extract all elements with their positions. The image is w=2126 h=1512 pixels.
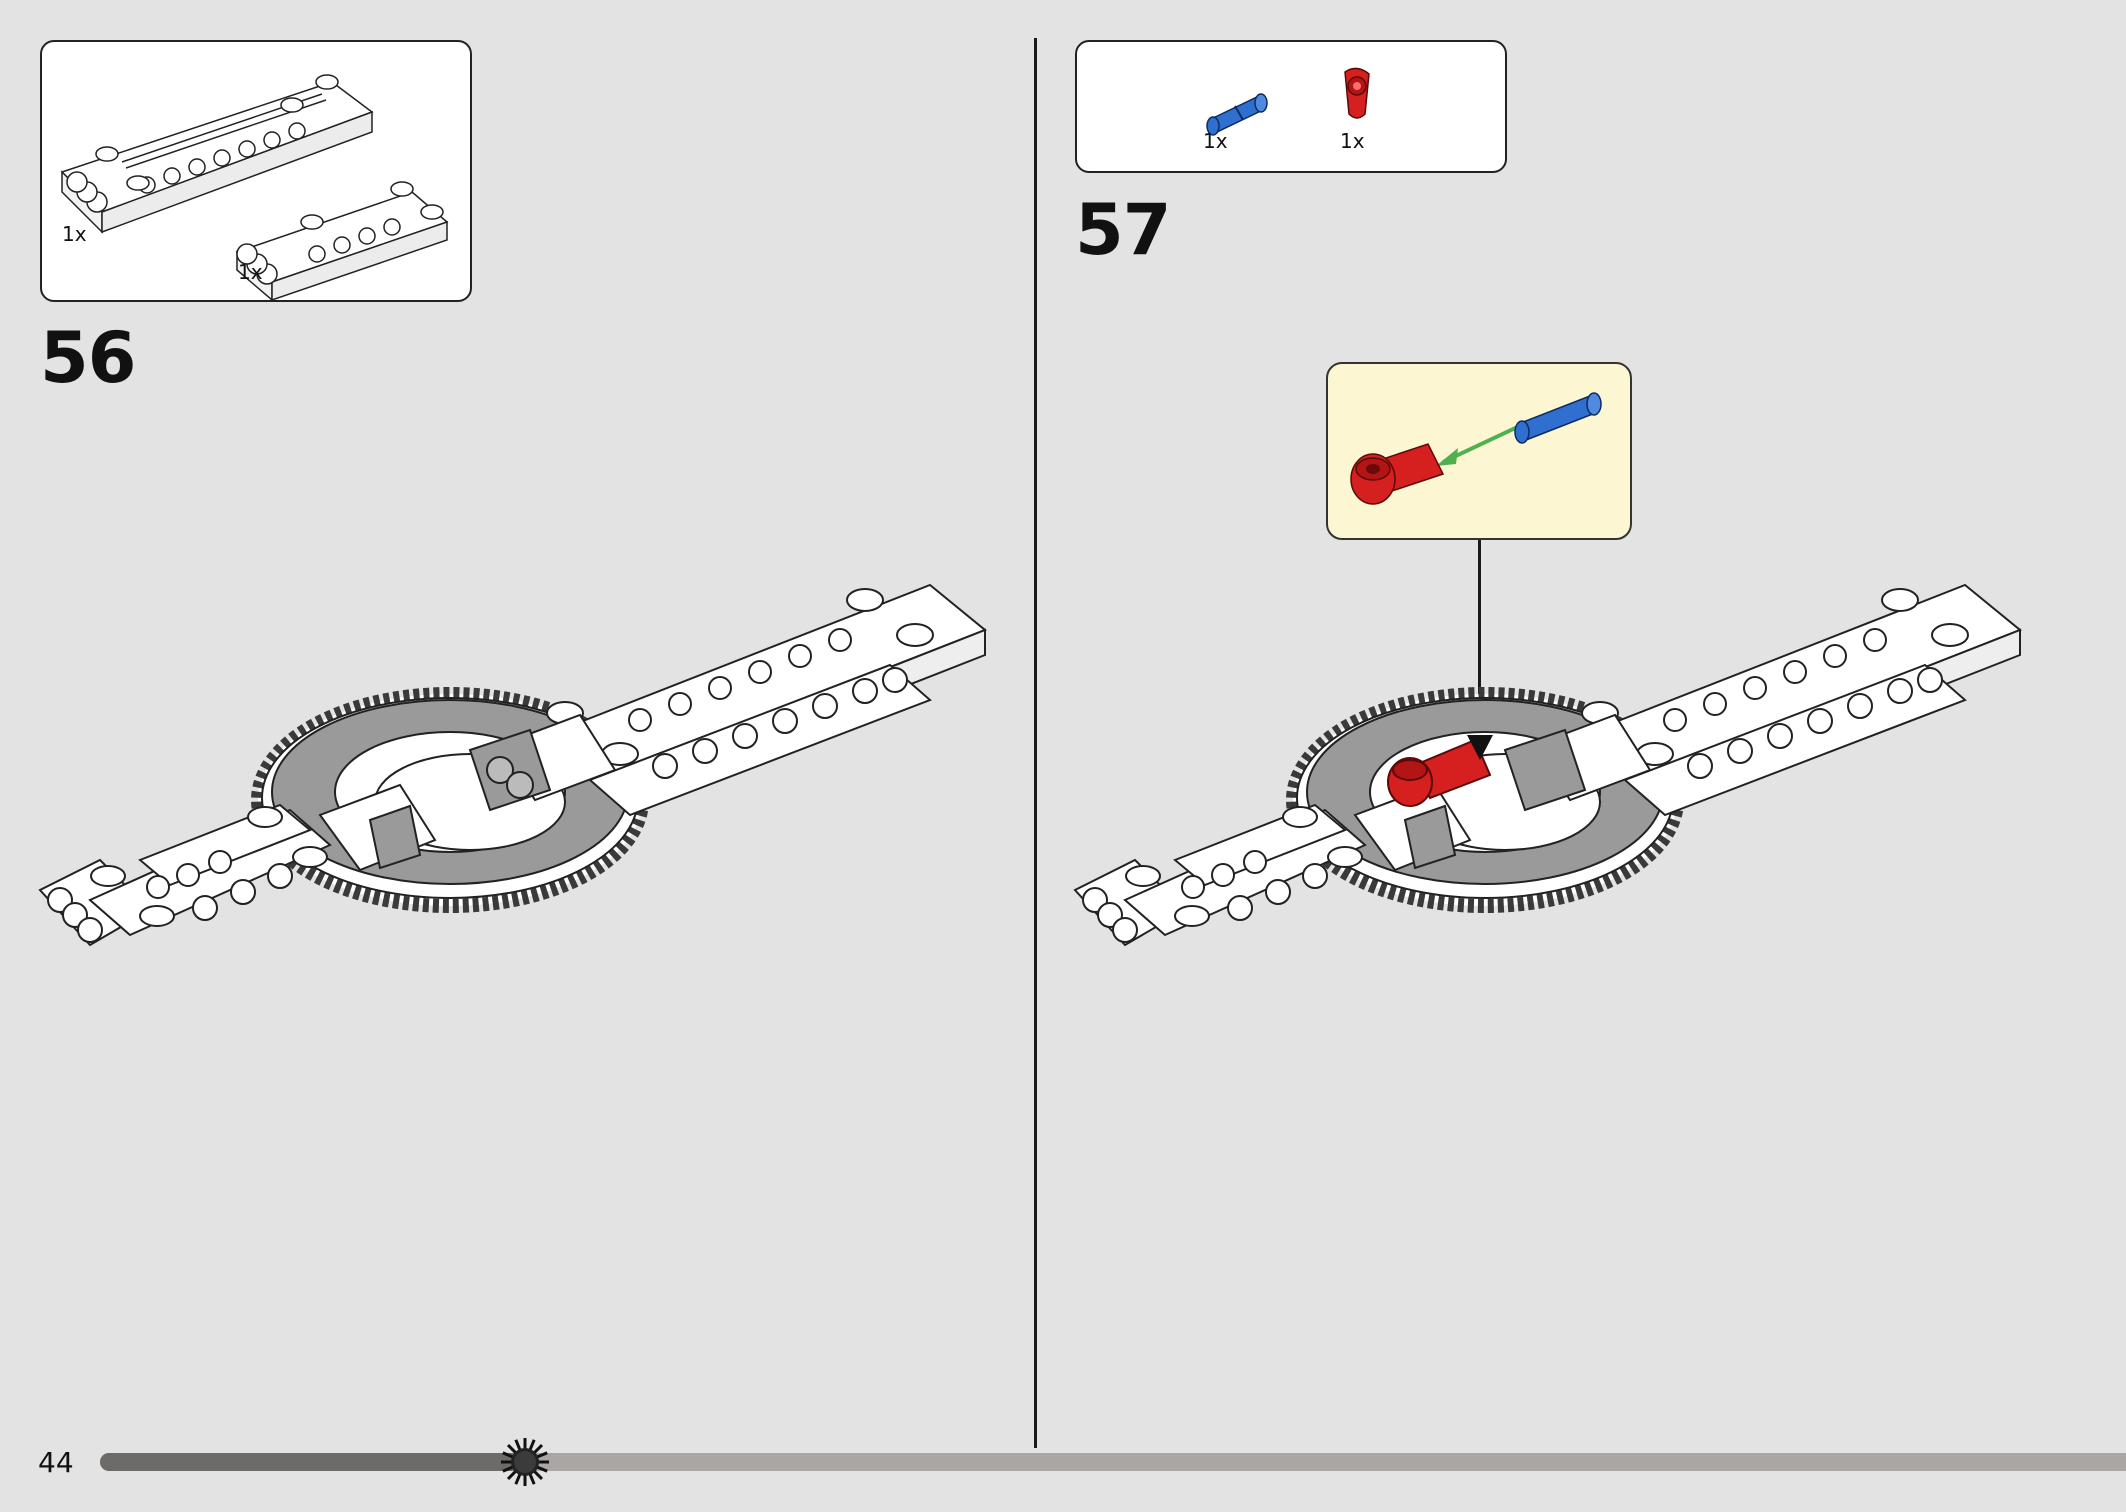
step-number: 56: [40, 317, 136, 399]
white-beam-panel-icon: [60, 74, 449, 302]
step-number: 57: [1075, 189, 1171, 271]
page-divider: [1034, 38, 1037, 1448]
green-arrow-icon: [1442, 420, 1529, 464]
part-quantity: 1x: [1203, 129, 1228, 153]
red-pin-connector-icon: [1350, 443, 1445, 505]
blue-axle-pin-icon: [1206, 93, 1268, 136]
progress-gear-icon: [501, 1438, 549, 1486]
green-arrowhead-icon: [1436, 448, 1458, 466]
progress-fill: [100, 1453, 525, 1471]
callout-connector-line: [1478, 540, 1481, 735]
blue-axle-pin-icon: [1514, 392, 1602, 444]
part-quantity: 1x: [1340, 129, 1365, 153]
part-quantity: 1x: [238, 260, 263, 284]
turntable-assembly-illustration: [1073, 583, 2022, 947]
parts-icons: [1206, 67, 1370, 136]
sub-assembly-callout: [1326, 362, 1632, 540]
insert-pin-illustration: [1350, 392, 1602, 505]
progress-track: [100, 1453, 2126, 1471]
parts-list-box: 1x 1x: [40, 40, 472, 302]
parts-list-box: 1x 1x: [1075, 40, 1507, 173]
arrow-down-icon: [1467, 735, 1493, 760]
part-quantity: 1x: [62, 222, 87, 246]
page-number: 44: [38, 1446, 74, 1479]
red-pin-connector-icon: [1344, 67, 1370, 119]
turntable-assembly-illustration: [38, 583, 987, 947]
